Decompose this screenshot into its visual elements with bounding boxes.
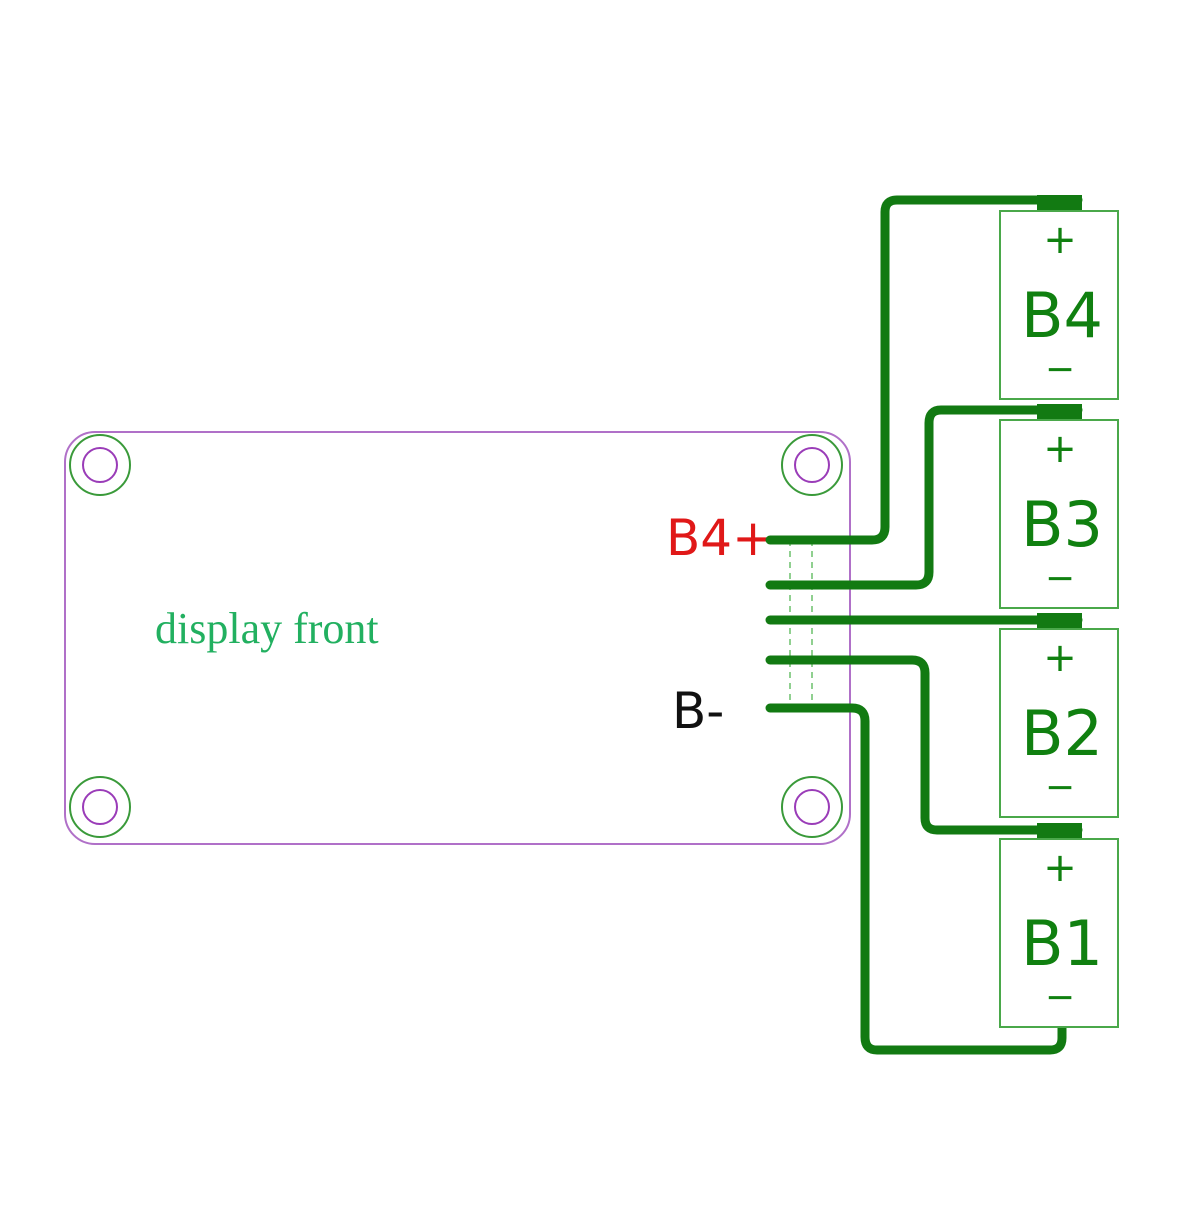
wires [765, 195, 1083, 1055]
battery-cell-body [999, 210, 1119, 400]
battery-cell-body [999, 628, 1119, 818]
wire-b-negative [765, 703, 1067, 1055]
battery-cell-name: B1 [1021, 907, 1103, 980]
battery-plus-label: + [1043, 426, 1077, 472]
positive-pin-label: B4+ [666, 509, 774, 567]
battery-cell-name: B2 [1021, 697, 1103, 770]
battery-plus-label: + [1043, 845, 1077, 891]
board-label: display front [155, 604, 379, 653]
battery-cell-body [999, 419, 1119, 609]
display-board-outline [64, 431, 851, 845]
wire-b4-positive [765, 195, 1083, 545]
terminal-pads [1037, 195, 1082, 839]
battery-cell-icon: + B4− [999, 210, 1119, 400]
battery-cell-icon: + B2− [999, 628, 1119, 818]
battery-cell-name: B3 [1021, 488, 1103, 561]
battery-cell-icon: + B1− [999, 838, 1119, 1028]
battery-cell-icon: + B3− [999, 419, 1119, 609]
mounting-hole-icon [69, 776, 131, 838]
battery-minus-label: − [1045, 767, 1075, 808]
mounting-hole-icon [781, 434, 843, 496]
mounting-hole-icon [781, 776, 843, 838]
wire-b1-positive [765, 655, 1083, 835]
wire-b3-positive [765, 405, 1083, 590]
negative-pin-label: B- [672, 682, 724, 740]
connector-guides [789, 540, 813, 710]
battery-cell-name: B4 [1021, 279, 1103, 352]
battery-cell-body [999, 838, 1119, 1028]
battery-cells: +B4−+B3−+B2−+B1− [999, 210, 1119, 1028]
battery-minus-label: − [1045, 977, 1075, 1018]
battery-minus-label: − [1045, 558, 1075, 599]
battery-minus-label: − [1045, 349, 1075, 390]
mounting-hole-icon [69, 434, 131, 496]
battery-plus-label: + [1043, 217, 1077, 263]
battery-plus-label: + [1043, 635, 1077, 681]
